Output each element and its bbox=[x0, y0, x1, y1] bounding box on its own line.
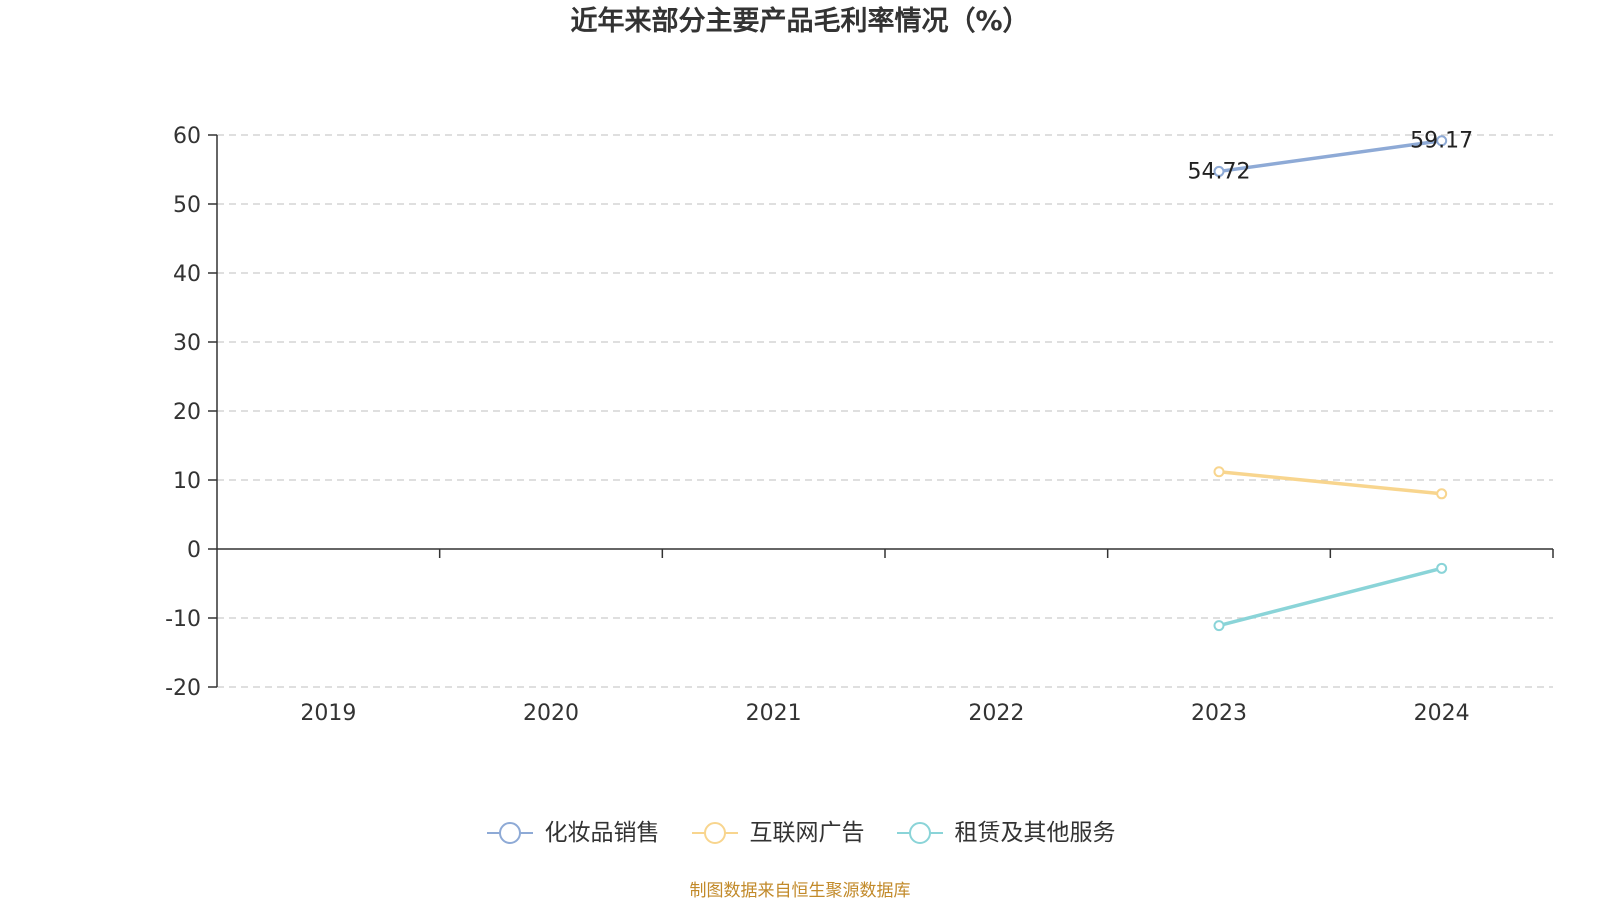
series-line bbox=[1218, 469, 1442, 496]
y-tick-label: 30 bbox=[173, 331, 201, 356]
source-note: 制图数据来自恒生聚源数据库 bbox=[689, 881, 911, 901]
y-tick-label: -10 bbox=[165, 607, 201, 632]
data-point bbox=[1213, 466, 1225, 478]
data-point bbox=[1436, 562, 1448, 574]
data-label: 54.72 bbox=[1188, 159, 1251, 184]
legend-marker-icon bbox=[691, 822, 738, 844]
legend-label: 租赁及其他服务 bbox=[954, 820, 1116, 846]
legend-item[interactable]: 互联网广告 bbox=[690, 818, 865, 848]
data-point bbox=[1213, 165, 1225, 177]
x-tick-label: 2019 bbox=[300, 701, 356, 726]
chart-title: 近年来部分主要产品毛利率情况（%） bbox=[570, 6, 1030, 37]
data-point bbox=[1213, 620, 1225, 632]
data-label: 59.17 bbox=[1410, 129, 1473, 154]
x-tick-label: 2023 bbox=[1191, 701, 1247, 726]
y-tick-label: -20 bbox=[165, 676, 201, 701]
legend-item[interactable]: 租赁及其他服务 bbox=[895, 818, 1116, 848]
gridlines bbox=[217, 134, 1553, 688]
x-tick-label: 2024 bbox=[1414, 701, 1470, 726]
y-tick-label: 0 bbox=[187, 538, 201, 563]
legend-label: 化妆品销售 bbox=[544, 820, 660, 846]
y-tick-label: 50 bbox=[173, 193, 201, 218]
y-tick-label: 20 bbox=[173, 400, 201, 425]
series-line bbox=[1218, 566, 1443, 628]
data-labels: 54.72 59.17 bbox=[1188, 129, 1474, 185]
legend-marker-icon bbox=[486, 822, 533, 844]
x-tick-label: 2021 bbox=[746, 701, 802, 726]
data-point bbox=[1436, 135, 1448, 147]
y-tick-label: 40 bbox=[173, 262, 201, 287]
series-line bbox=[1218, 138, 1442, 174]
data-point bbox=[1436, 488, 1448, 500]
y-tick-label: 60 bbox=[173, 124, 201, 149]
legend-marker-icon bbox=[896, 822, 943, 844]
line-chart: -20 -10 0 10 20 30 40 50 60 2019 2020 2021 2022 2023 2… bbox=[165, 124, 1554, 726]
series bbox=[1213, 135, 1448, 632]
x-tick-label: 2020 bbox=[523, 701, 579, 726]
legend-label: 互联网广告 bbox=[749, 820, 865, 846]
legend-item[interactable]: 化妆品销售 bbox=[485, 818, 660, 848]
axes: -20 -10 0 10 20 30 40 50 60 2019 2020 2021 2022 2023 2… bbox=[165, 124, 1554, 726]
legend: 化妆品销售 互联网广告 租赁及其他服务 bbox=[0, 818, 1600, 848]
x-tick-label: 2022 bbox=[968, 701, 1024, 726]
y-tick-label: 10 bbox=[173, 469, 201, 494]
